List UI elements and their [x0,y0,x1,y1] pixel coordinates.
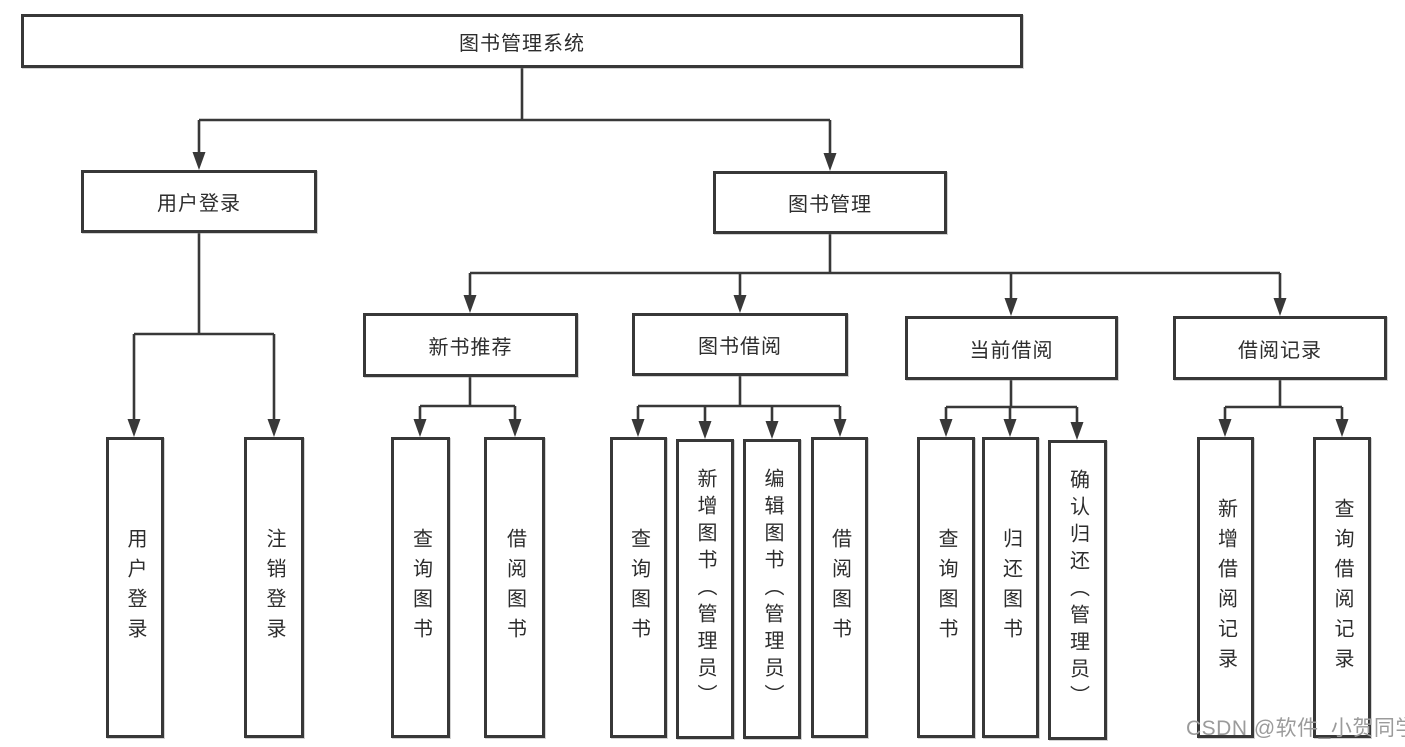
node-user-login: 用户登录 [81,170,317,233]
leaf-query-book-3: 查询图书 [917,437,975,738]
node-root-label: 图书管理系统 [459,32,585,55]
leaf-borrow-book-2-label: 借阅图书 [828,527,851,648]
leaf-query-borrow-record-label: 查询借阅记录 [1331,497,1353,678]
node-user-login-label: 用户登录 [157,193,241,215]
arrowhead-down-icon [1335,419,1349,437]
arrowhead-down-icon [1070,422,1084,440]
leaf-logout: 注销登录 [244,437,304,738]
arrowhead-down-icon [823,153,837,171]
arrowhead-down-icon [939,419,953,437]
leaf-return-book-label: 归还图书 [999,527,1022,648]
arrowhead-down-icon [698,421,712,439]
leaf-add-book-admin: 新增图书（管理员） [676,439,734,739]
leaf-add-borrow-record: 新增借阅记录 [1197,437,1254,738]
leaf-borrow-book-1-label: 借阅图书 [503,527,526,648]
leaf-confirm-return-admin: 确认归还（管理员） [1048,440,1107,740]
arrowhead-down-icon [413,419,427,437]
arrowhead-down-icon [127,419,141,437]
node-current-borrow-label: 当前借阅 [969,339,1054,362]
leaf-user-login: 用户登录 [106,437,164,738]
leaf-query-book-2-label: 查询图书 [627,527,650,648]
leaf-add-borrow-record-label: 新增借阅记录 [1214,497,1237,678]
arrowhead-down-icon [1273,298,1287,316]
leaf-query-book-1: 查询图书 [391,437,450,738]
node-current-borrow: 当前借阅 [905,316,1118,380]
arrowhead-down-icon [1003,419,1017,437]
node-new-book-recommend: 新书推荐 [363,313,578,377]
arrowhead-down-icon [1004,298,1018,316]
node-new-book-recommend-label: 新书推荐 [428,336,513,359]
leaf-edit-book-admin-label: 编辑图书（管理员） [761,467,783,711]
leaf-return-book: 归还图书 [982,437,1039,738]
leaf-query-book-1-label: 查询图书 [409,527,432,648]
leaf-add-book-admin-label: 新增图书（管理员） [694,467,716,711]
leaf-query-book-3-label: 查询图书 [935,527,957,648]
leaf-query-borrow-record: 查询借阅记录 [1313,437,1371,738]
node-book-borrow: 图书借阅 [632,313,848,376]
leaf-edit-book-admin: 编辑图书（管理员） [743,439,801,739]
arrowhead-down-icon [833,419,847,437]
arrowhead-down-icon [765,421,779,439]
node-book-management: 图书管理 [713,171,947,234]
leaf-confirm-return-admin-label: 确认归还（管理员） [1066,468,1089,712]
arrowhead-down-icon [192,152,206,170]
node-book-management-label: 图书管理 [788,194,872,216]
node-root: 图书管理系统 [21,14,1023,68]
arrowhead-down-icon [463,295,477,313]
node-book-borrow-label: 图书借阅 [698,336,782,358]
arrowhead-down-icon [631,419,645,437]
leaf-query-book-2: 查询图书 [610,437,667,738]
arrowhead-down-icon [508,419,522,437]
node-borrow-record-label: 借阅记录 [1238,339,1322,362]
csdn-watermark: CSDN @软件_小贺同学 [1186,717,1405,740]
node-borrow-record: 借阅记录 [1173,316,1387,380]
arrowhead-down-icon [733,295,747,313]
leaf-logout-label: 注销登录 [263,527,285,648]
arrowhead-down-icon [1218,419,1232,437]
leaf-borrow-book-1: 借阅图书 [484,437,545,738]
leaf-user-login-label: 用户登录 [124,527,146,648]
leaf-borrow-book-2: 借阅图书 [811,437,868,738]
arrowhead-down-icon [267,419,281,437]
